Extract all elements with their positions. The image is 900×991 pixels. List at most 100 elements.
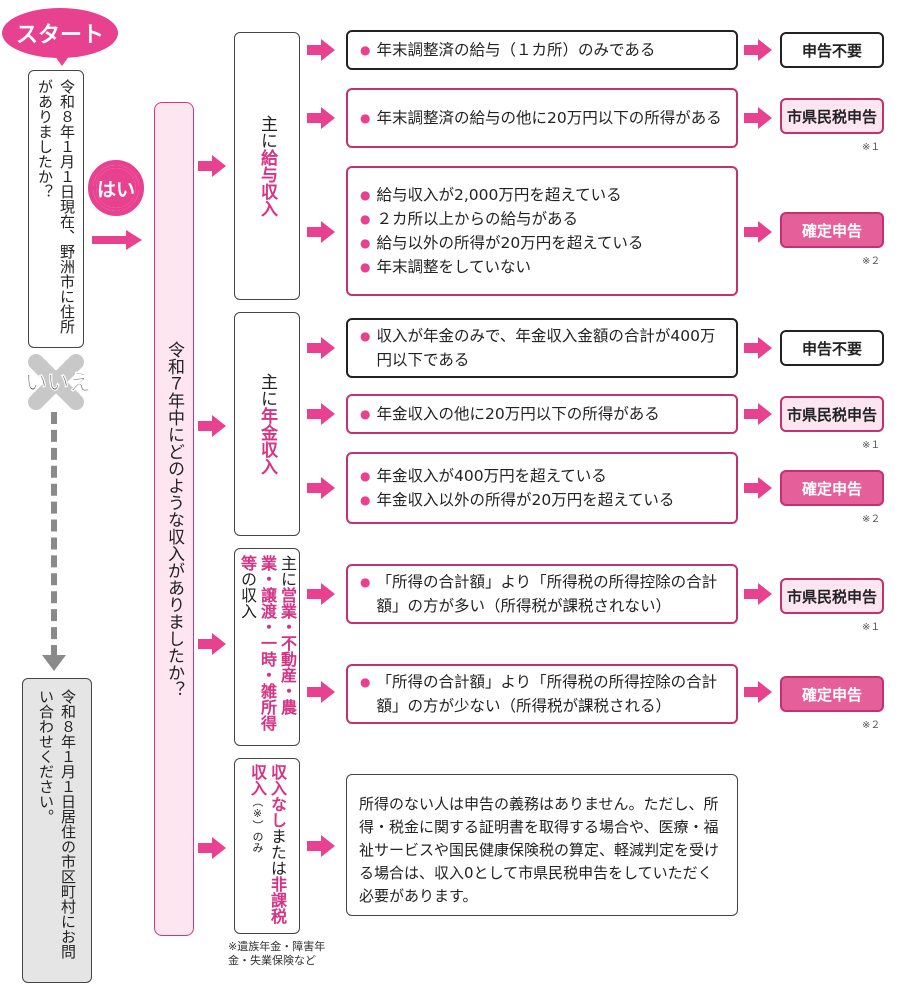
no-income-info-text: 所得のない人は申告の義務はありません。ただし、所得・税金に関する証明書を取得する… (359, 795, 720, 905)
bullet-icon: ● (360, 188, 371, 202)
category-pension-prefix: 主に (257, 373, 277, 407)
condition-item: ● 年金収入の他に20万円以下の所得がある (360, 402, 724, 426)
question-residence: 令和８年１月１日現在、野洲市に住所がありましたか？ (28, 70, 84, 348)
bullet-icon: ● (360, 111, 371, 125)
bullet-icon: ● (360, 329, 371, 343)
question-income-type: 令和７年中にどのような収入がありましたか？ (154, 102, 194, 936)
arrow-c7 (307, 583, 335, 605)
condition-1: ● 年末調整済の給与（１カ所）のみである (346, 30, 738, 70)
start-label: スタート (15, 23, 104, 48)
condition-text: 「所得の合計額」より「所得税の所得控除の合計額」の方が少ない（所得税が課税される… (376, 673, 718, 715)
arrow-r8 (744, 681, 772, 703)
condition-item: ● ２カ所以上からの給与がある (360, 207, 724, 231)
condition-7: ● 「所得の合計額」より「所得税の所得控除の合計額」の方が多い（所得税が課税されな… (346, 564, 738, 624)
arrow-r1 (744, 39, 772, 61)
footnote-text: ※遺族年金・障害年金・失業保険など (228, 940, 326, 967)
result-no-filing-1: 申告不要 (780, 32, 884, 68)
condition-item: ● 「所得の合計額」より「所得税の所得控除の合計額」の方が少ない（所得税が課税され… (360, 670, 724, 718)
category-salary-prefix: 主に (257, 115, 277, 149)
result-label: 確定申告 (801, 685, 862, 704)
result-city-tax-2: 市県民税申告 (780, 396, 884, 432)
arrow-r5 (744, 403, 772, 425)
question-income-type-text: 令和７年中にどのような収入がありましたか？ (164, 340, 184, 698)
footnote: ※遺族年金・障害年金・失業保険など (228, 940, 328, 968)
contact-other-city-box: 令和８年１月１日居住の市区町村にお問い合わせください。 (22, 678, 92, 983)
note-2: ※２ (862, 514, 881, 525)
arrow-c4 (307, 337, 335, 359)
result-label: 確定申告 (801, 479, 862, 498)
arrow-c3 (307, 221, 335, 243)
note-1: ※１ (862, 142, 881, 153)
start-bubble-tail (52, 52, 72, 66)
note-2: ※２ (862, 720, 881, 731)
result-label: 市県民税申告 (786, 107, 877, 126)
category-salary-emph: 給与収入 (257, 149, 277, 217)
arrow-c6 (307, 477, 335, 499)
category-no-income-suffix: （※）のみ (251, 796, 264, 853)
condition-text: 年末調整をしていない (376, 258, 532, 276)
note-1: ※１ (862, 622, 881, 633)
condition-item: ●年金収入が400万円を超えている (360, 464, 724, 488)
yes-badge: はい (88, 160, 144, 216)
condition-item: ● 給与収入が2,000万円を超えている (360, 183, 724, 207)
condition-item: ● 年末調整済の給与の他に20万円以下の所得がある (360, 106, 724, 130)
result-city-tax-3: 市県民税申告 (780, 578, 884, 614)
bullet-icon: ● (360, 675, 371, 689)
note-1: ※１ (862, 440, 881, 451)
condition-text: ２カ所以上からの給与がある (376, 210, 578, 228)
category-business-emph: 営業・不動産・農業・譲渡・一時・雑所得等 (238, 555, 297, 731)
arrow-to-business (198, 633, 226, 655)
bullet-icon: ● (360, 212, 371, 226)
no-label: いいえ (24, 371, 92, 397)
condition-text: 給与収入が2,000万円を超えている (376, 186, 622, 204)
bullet-icon: ● (360, 469, 371, 483)
condition-8: ● 「所得の合計額」より「所得税の所得控除の合計額」の方が少ない（所得税が課税され… (346, 664, 738, 724)
condition-3: ● 給与収入が2,000万円を超えている ● ２カ所以上からの給与がある ● 給与以外… (346, 166, 738, 296)
arrow-info (307, 835, 335, 857)
category-pension-emph: 年金収入 (257, 407, 277, 475)
result-label: 申告不要 (801, 339, 862, 358)
arrow-r3 (744, 221, 772, 243)
bullet-icon: ● (360, 575, 371, 589)
bullet-icon: ● (360, 236, 371, 250)
condition-text: 年金収入の他に20万円以下の所得がある (376, 405, 660, 423)
bullet-icon: ● (360, 407, 371, 421)
note-2: ※２ (862, 256, 881, 267)
arrow-to-pension (198, 415, 226, 437)
result-city-tax-1: 市県民税申告 (780, 98, 884, 134)
bullet-icon: ● (360, 493, 371, 507)
category-no-income-mid: または (268, 828, 287, 876)
arrow-c8 (307, 681, 335, 703)
contact-other-city-text: 令和８年１月１日居住の市区町村にお問い合わせください。 (37, 689, 77, 959)
result-label: 申告不要 (801, 41, 862, 60)
category-no-income: 収入なしまたは非課税収入（※）のみ (234, 758, 300, 934)
bullet-icon: ● (360, 43, 371, 57)
arrow-to-salary (198, 155, 226, 177)
category-salary: 主に給与収入 (234, 32, 300, 300)
condition-item: ● 給与以外の所得が20万円を超えている (360, 231, 724, 255)
arrow-r2 (744, 107, 772, 129)
category-business-suffix: の収入 (238, 571, 257, 619)
condition-text: 年末調整済の給与（１カ所）のみである (376, 41, 656, 59)
no-cross-icon (28, 354, 84, 410)
dashed-arrow-head (42, 655, 66, 671)
condition-4: ●収入が年金のみで、年金収入金額の合計が400万円以下である (346, 318, 738, 378)
result-label: 確定申告 (801, 221, 862, 240)
category-no-income-emph1: 収入なし (268, 764, 287, 828)
condition-text: 年末調整済の給与の他に20万円以下の所得がある (376, 109, 722, 127)
start-bubble: スタート (2, 8, 118, 58)
condition-item: ●収入が年金のみで、年金収入金額の合計が400万円以下である (360, 324, 724, 372)
condition-6: ●年金収入が400万円を超えている ● 年金収入以外の所得が20万円を超えている (346, 452, 738, 524)
condition-text: 給与以外の所得が20万円を超えている (376, 234, 644, 252)
category-pension: 主に年金収入 (234, 312, 300, 536)
dashed-arrow-no (51, 412, 57, 657)
arrow-yes (92, 230, 142, 250)
category-business: 主に営業・不動産・農業・譲渡・一時・雑所得等の収入 (234, 548, 300, 746)
arrow-r6 (744, 477, 772, 499)
yes-label: はい (96, 168, 136, 208)
arrow-r4 (744, 337, 772, 359)
condition-text: 「所得の合計額」より「所得税の所得控除の合計額」の方が多い（所得税が課税されない… (376, 573, 718, 615)
condition-text: 年金収入以外の所得が20万円を超えている (376, 491, 675, 509)
result-final-return-3: 確定申告 (780, 676, 884, 712)
